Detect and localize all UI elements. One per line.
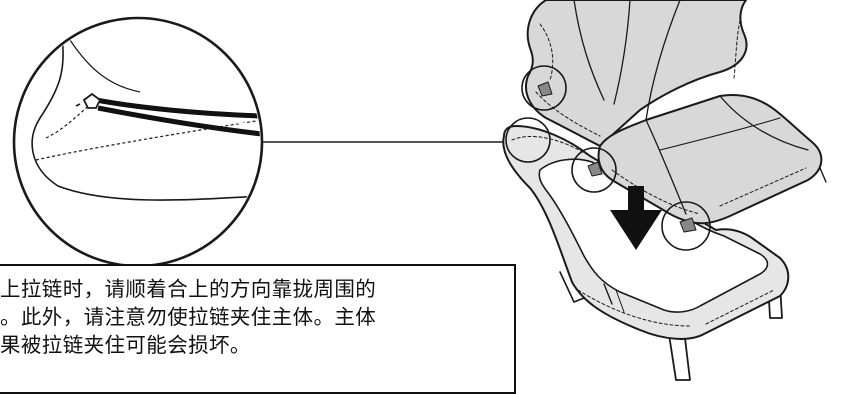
chair-leg-front [667,327,691,381]
magnifier-circle-icon [521,65,567,111]
note-line-2: 。此外，请注意勿使拉链夹住主体。主体 [0,305,377,329]
assembly-diagram [12,0,827,381]
zipper-detail-callout [12,16,264,268]
chair-illustration [502,0,827,381]
note-line-3: 果被拉链夹住可能会损坏。 [0,333,251,357]
zipper-icon [75,92,260,137]
down-arrow-icon [610,186,662,250]
chair-seat-cushion [597,94,823,225]
note-line-1: 上拉链时，请顺着合上的方向靠拢周围的 [0,277,377,301]
instruction-note: 上拉链时，请顺着合上的方向靠拢周围的 。此外，请注意勿使拉链夹住主体。主体 果被… [0,264,516,394]
